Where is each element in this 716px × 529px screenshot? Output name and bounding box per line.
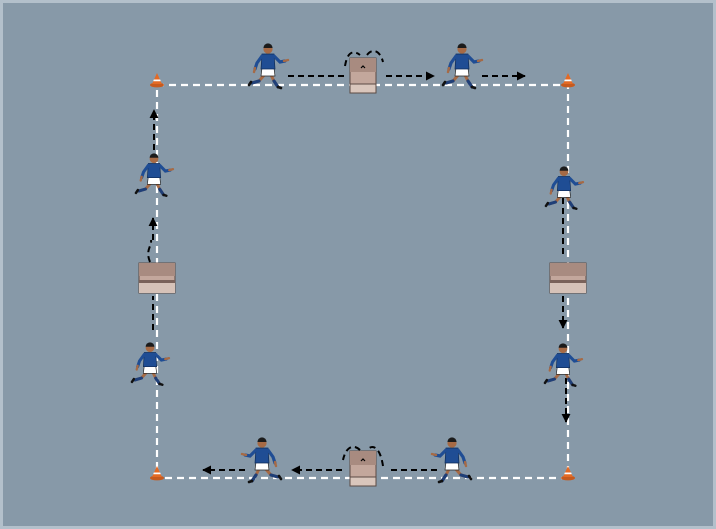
hurdle-bottom [350,451,376,486]
hurdle-top [350,58,376,93]
hurdle-right [550,263,586,293]
hurdle-left [139,263,175,293]
